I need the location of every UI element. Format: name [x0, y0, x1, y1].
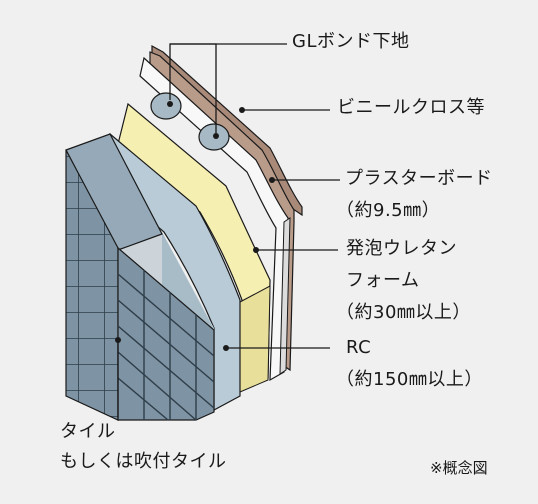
label-plaster-board: プラスターボード [345, 168, 493, 189]
label-plaster-board-thickness: （約9.5㎜） [336, 200, 441, 221]
label-tile-1: タイル [60, 421, 116, 442]
label-rc-thickness: （約150㎜以上） [336, 369, 483, 390]
leader-lines [115, 43, 340, 418]
label-vinyl-cloth: ビニールクロス等 [337, 97, 485, 118]
label-urethane-foam-2: フォーム [346, 270, 420, 291]
label-urethane-foam-thickness: （約30㎜以上） [336, 302, 471, 323]
note-conceptual-diagram: ※概念図 [430, 459, 488, 477]
label-gl-bond: GLボンド下地 [292, 31, 410, 52]
label-urethane-foam-1: 発泡ウレタン [346, 238, 457, 259]
label-tile-2: もしくは吹付タイル [60, 451, 227, 472]
label-rc: RC [346, 337, 372, 358]
tile-block [65, 133, 215, 421]
